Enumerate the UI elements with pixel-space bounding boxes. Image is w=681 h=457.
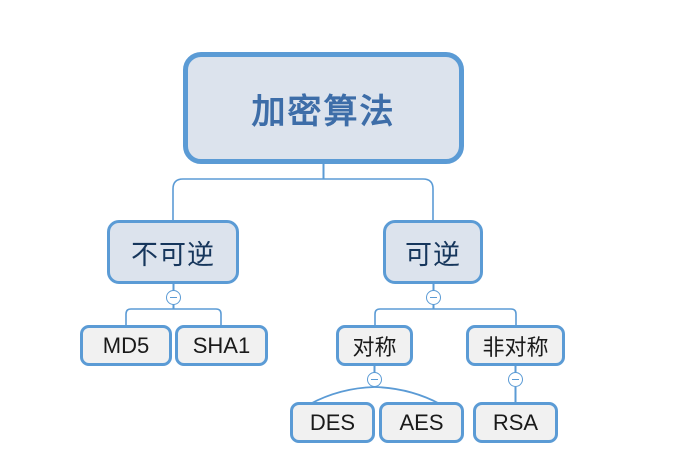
edge-reversible-to-asymmetric xyxy=(433,308,517,325)
node-symmetric-label: 对称 xyxy=(352,334,397,360)
node-rsa[interactable]: RSA xyxy=(473,402,558,443)
node-md5-label: MD5 xyxy=(102,332,150,358)
node-root-label: 加密算法 xyxy=(251,92,396,131)
collapse-minus-icon-irreversible[interactable] xyxy=(166,290,181,305)
node-symmetric[interactable]: 对称 xyxy=(336,325,413,366)
node-aes[interactable]: AES xyxy=(379,402,464,443)
node-md5[interactable]: MD5 xyxy=(80,325,172,366)
minus-glyph xyxy=(512,378,519,381)
node-asymmetric-label: 非对称 xyxy=(482,334,549,360)
edge-reversible-to-symmetric xyxy=(374,308,434,325)
node-rsa-label: RSA xyxy=(492,409,539,435)
node-reversible-label: 可逆 xyxy=(405,239,461,270)
collapse-minus-icon-reversible[interactable] xyxy=(426,290,441,305)
node-des-label: DES xyxy=(309,409,356,435)
node-asymmetric[interactable]: 非对称 xyxy=(466,325,565,366)
edge-irreversible-to-md5 xyxy=(125,308,174,325)
edge-irreversible-to-sha1 xyxy=(173,308,222,325)
edge-root-to-irreversible xyxy=(172,178,324,220)
node-irreversible-label: 不可逆 xyxy=(131,239,215,270)
node-sha1[interactable]: SHA1 xyxy=(175,325,268,366)
edge-root-to-reversible xyxy=(323,178,434,220)
collapse-minus-icon-asymmetric[interactable] xyxy=(508,372,523,387)
collapse-minus-icon-symmetric[interactable] xyxy=(367,372,382,387)
node-reversible[interactable]: 可逆 xyxy=(383,220,483,284)
node-des[interactable]: DES xyxy=(290,402,375,443)
minus-glyph xyxy=(430,296,437,299)
minus-glyph xyxy=(170,296,177,299)
minus-glyph xyxy=(371,378,378,381)
node-root[interactable]: 加密算法 xyxy=(183,52,464,164)
node-irreversible[interactable]: 不可逆 xyxy=(107,220,239,284)
node-sha1-label: SHA1 xyxy=(192,332,251,358)
node-aes-label: AES xyxy=(399,409,444,435)
